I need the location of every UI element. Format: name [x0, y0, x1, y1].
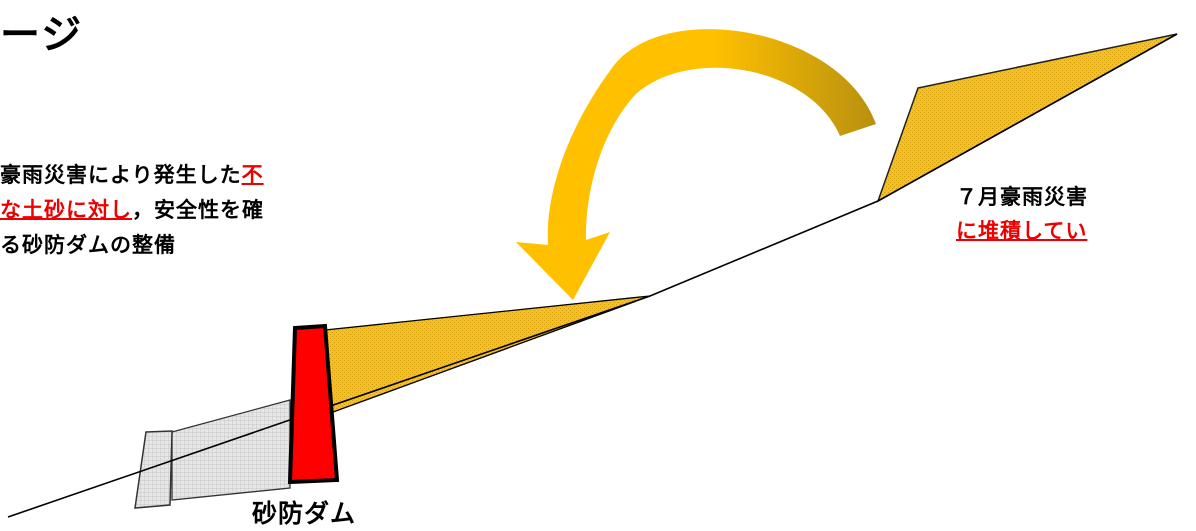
downstream-deposit — [171, 399, 291, 501]
sediment-note: ７月豪雨災害 に堆積してい — [956, 180, 1088, 248]
dam-label: 砂防ダム — [252, 499, 357, 528]
sediment-transfer-arrow — [516, 29, 876, 301]
description-line-1: 豪雨災害により発生した不 — [0, 163, 264, 187]
description-line-3: る砂防ダムの整備 — [0, 233, 176, 257]
sabo-dam — [287, 323, 340, 485]
description-line-2: な土砂に対し，安全性を確 — [0, 198, 264, 222]
sediment-note-line-2: に堆積してい — [956, 219, 1088, 243]
description-text: 豪雨災害により発生した不 な土砂に対し，安全性を確 る砂防ダムの整備 — [0, 158, 264, 263]
page-title: ージ — [0, 12, 84, 58]
sediment-note-line-1: ７月豪雨災害 — [956, 185, 1088, 209]
trapped-sediment — [324, 295, 651, 416]
highlight-text-1: 不 — [241, 163, 264, 187]
highlight-text-2: な土砂に対し — [0, 198, 132, 222]
old-dam-structure — [134, 430, 173, 509]
